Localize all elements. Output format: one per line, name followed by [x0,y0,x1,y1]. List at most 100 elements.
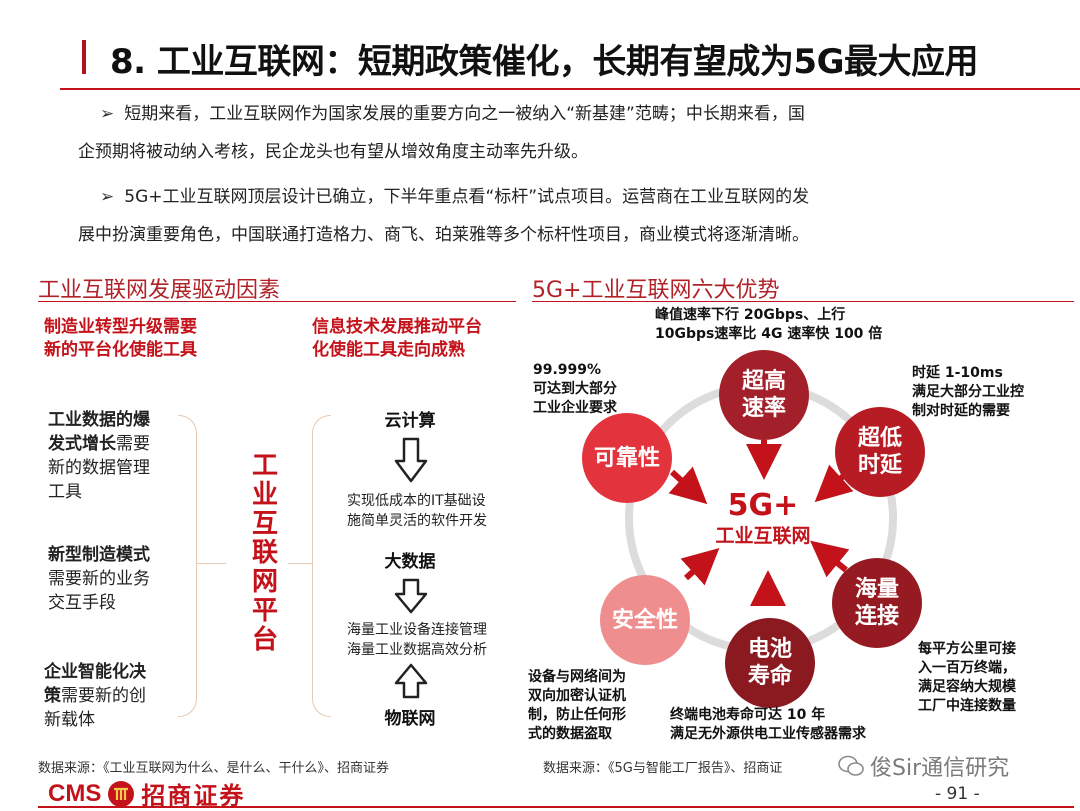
factor-1-rest-2: 新的数据管理 [48,458,150,478]
arrows-to-center [668,440,854,606]
col2-title-line-2: 化使能工具走向成熟 [312,340,465,360]
note-speed: 峰值速率下行 20Gbps、上行 10Gbps速率比 4G 速率快 100 倍 [655,306,882,344]
arrow-bullet-icon: ➢ [100,104,115,124]
logo-cms-text: CMS [48,779,102,807]
title-accent-bar [82,40,86,74]
step-cloud-desc: 实现低成本的IT基础设 施简单灵活的软件开发 [347,491,487,531]
right-brace [312,415,331,717]
latency-line-2: 时延 [857,453,902,478]
speed-line-2: 速率 [741,396,786,421]
speed-line-1: 超高 [741,369,786,394]
left-section-heading: 工业互联网发展驱动因素 [38,278,281,303]
advantage-speed: 超高速率 [719,350,809,440]
factor-3-bold-2: 策 [44,686,61,706]
note-reliability-line-2: 可达到大部分 [533,381,617,397]
source-right: 数据来源：《5G与智能工厂报告》、招商证 [543,761,783,776]
factor-1-rest-3: 工具 [48,482,82,502]
factor-1-bold-2: 发式增长 [48,434,116,454]
note-latency-line-1: 时延 1-10ms [912,365,1003,381]
note-connections-line-4: 工厂中连接数量 [918,698,1016,714]
platform-char: 互 [251,509,278,539]
security-line-1: 安全性 [611,607,678,633]
factor-3-rest-2: 新载体 [44,710,95,730]
wechat-icon [838,755,864,776]
right-brace-connector [288,563,312,564]
note-speed-line-2: 10Gbps速率比 4G 速率快 100 倍 [655,326,883,342]
note-security-line-1: 设备与网络间为 [528,669,626,685]
up-arrow-icon [394,663,428,699]
col2-title-line-1: 信息技术发展推动平台 [312,317,482,337]
title-divider [60,88,1080,90]
note-connections-line-3: 满足容纳大规模 [918,679,1016,695]
logo-name-text: 招商证券 [141,782,246,810]
factor-1-bold-1: 工业数据的爆 [48,410,150,430]
note-latency-line-2: 满足大部分工业控 [912,384,1024,400]
factor-2-rest-1: 需要新的业务 [48,569,150,589]
step-cloud-desc-1: 实现低成本的IT基础设 [347,493,486,509]
advantage-security: 安全性 [600,575,690,665]
note-security: 设备与网络间为 双向加密认证机 制，防止任何形 式的数据盗取 [528,668,626,744]
connections-line-1: 海量 [854,577,899,602]
note-reliability-line-3: 工业企业要求 [533,400,617,416]
company-logo: CMS 招商证券 [48,776,245,811]
note-speed-line-1: 峰值速率下行 20Gbps、上行 [655,307,846,323]
col1-title-line-2: 新的平台化使能工具 [44,340,197,360]
down-arrow-icon [394,578,428,614]
platform-vertical-label: 工 业 互 联 网 平 台 [250,452,280,655]
note-battery: 终端电池寿命可达 10 年 满足无外源供电工业传感器需求 [670,706,866,744]
platform-char: 业 [251,480,278,510]
watermark: 俊Sir通信研究 [838,750,1009,782]
bullet-2-line-1: 5G+工业互联网顶层设计已确立，下半年重点看“标杆”试点项目。运营商在工业互联网… [124,187,810,207]
note-reliability: 99.999% 可达到大部分 工业企业要求 [533,361,617,418]
platform-char: 台 [251,625,278,655]
center-label: 5G+ 工业互联网 [698,488,828,548]
step-bigdata-desc-1: 海量工业设备连接管理 [347,622,487,638]
note-latency-line-3: 制对时延的需要 [912,403,1010,419]
logo-emblem-icon [108,780,135,807]
battery-line-2: 寿命 [747,664,792,689]
note-security-line-4: 式的数据盗取 [528,726,612,742]
platform-char: 平 [251,596,278,626]
latency-line-1: 超低 [857,426,902,451]
down-arrow-icon [394,437,428,483]
step-bigdata-desc: 海量工业设备连接管理 海量工业数据高效分析 [347,620,487,660]
footer-rule [38,806,1074,808]
bullet-1-line-2: 企预期将被动纳入考核，民企龙头也有望从增效角度主动率先升级。 [78,142,588,162]
col2-title: 信息技术发展推动平台 化使能工具走向成熟 [312,316,482,362]
bullet-1-line-1: 短期来看，工业互联网作为国家发展的重要方向之一被纳入“新基建”范畴；中长期来看，… [124,104,805,124]
note-security-line-2: 双向加密认证机 [528,688,626,704]
center-label-line-1: 5G+ [727,488,799,523]
left-section-rule [38,301,516,302]
step-cloud: 云计算 [384,411,436,431]
platform-char: 网 [251,567,278,597]
step-cloud-desc-2: 施简单灵活的软件开发 [347,513,487,529]
source-left: 数据来源：《工业互联网为什么、是什么、干什么》、招商证券 [38,761,390,776]
bullet-2-line-2: 展中扮演重要角色，中国联通打造格力、商飞、珀莱雅等多个标杆性项目，商业模式将逐渐… [78,225,809,245]
right-section-heading: 5G+工业互联网六大优势 [532,278,780,303]
step-bigdata: 大数据 [384,552,436,572]
center-label-line-2: 工业互联网 [715,525,811,547]
note-connections-line-2: 入一百万终端， [918,660,1016,676]
factor-3-rest-1: 需要新的创 [61,686,146,706]
battery-line-1: 电池 [747,637,792,662]
advantage-latency: 超低时延 [835,407,925,497]
note-latency: 时延 1-10ms 满足大部分工业控 制对时延的需要 [912,364,1024,421]
connections-line-2: 连接 [854,604,899,629]
right-section-rule [532,301,1074,302]
note-reliability-line-1: 99.999% [533,362,602,378]
note-connections-line-1: 每平方公里可接 [918,641,1016,657]
factor-new-manufacturing: 新型制造模式 需要新的业务 交互手段 [48,543,150,615]
note-battery-line-1: 终端电池寿命可达 10 年 [670,707,826,723]
col1-title: 制造业转型升级需要 新的平台化使能工具 [44,316,197,362]
note-battery-line-2: 满足无外源供电工业传感器需求 [670,726,866,742]
platform-char: 工 [251,451,278,481]
left-brace-connector [196,563,226,564]
watermark-text: 俊Sir通信研究 [870,756,1010,781]
advantage-battery: 电池寿命 [725,618,815,708]
page-number: - 91 - [935,784,980,804]
bullet-1: ➢ 短期来看，工业互联网作为国家发展的重要方向之一被纳入“新基建”范畴；中长期来看… [78,95,1030,171]
step-bigdata-desc-2: 海量工业数据高效分析 [347,642,487,658]
col1-title-line-1: 制造业转型升级需要 [44,317,197,337]
factor-1-rest-1: 需要 [116,434,150,454]
factor-intelligent-decision: 企业智能化决 策需要新的创 新载体 [44,660,146,732]
